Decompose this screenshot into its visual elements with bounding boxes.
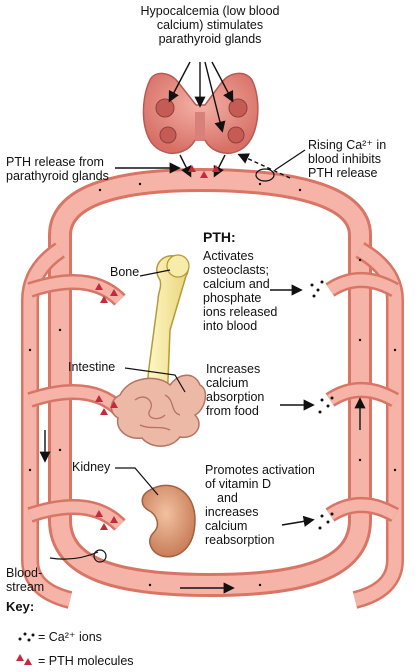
kidney-label: Kidney [72, 460, 110, 474]
key-pth-symbol [16, 654, 32, 665]
bone-effect-text: Activates osteoclasts; calcium and phosp… [203, 249, 277, 333]
key-pth-molecules: = PTH molecules [38, 654, 134, 668]
bone-femur [148, 255, 189, 394]
key-ca-symbol [19, 633, 35, 642]
kidney-effect-text: Promotes activation of vitamin D and inc… [205, 463, 315, 547]
key-calcium-ions: = Ca²⁺ ions [38, 630, 102, 644]
bloodstream-label: Blood- stream [6, 566, 44, 594]
intestine-label: Intestine [68, 360, 115, 374]
bone-label: Bone [110, 265, 139, 279]
kidney [142, 485, 195, 556]
rising-calcium-label: Rising Ca²⁺ in blood inhibits PTH releas… [308, 138, 386, 180]
hypocalcemia-label: Hypocalcemia (low blood calcium) stimula… [130, 4, 290, 46]
intestine [111, 375, 205, 446]
key-title: Key: [6, 600, 34, 614]
intestine-effect-text: Increases calcium absorption from food [206, 362, 264, 418]
pth-heading: PTH: [203, 230, 236, 244]
pth-release-label: PTH release from parathyroid glands [6, 155, 109, 183]
